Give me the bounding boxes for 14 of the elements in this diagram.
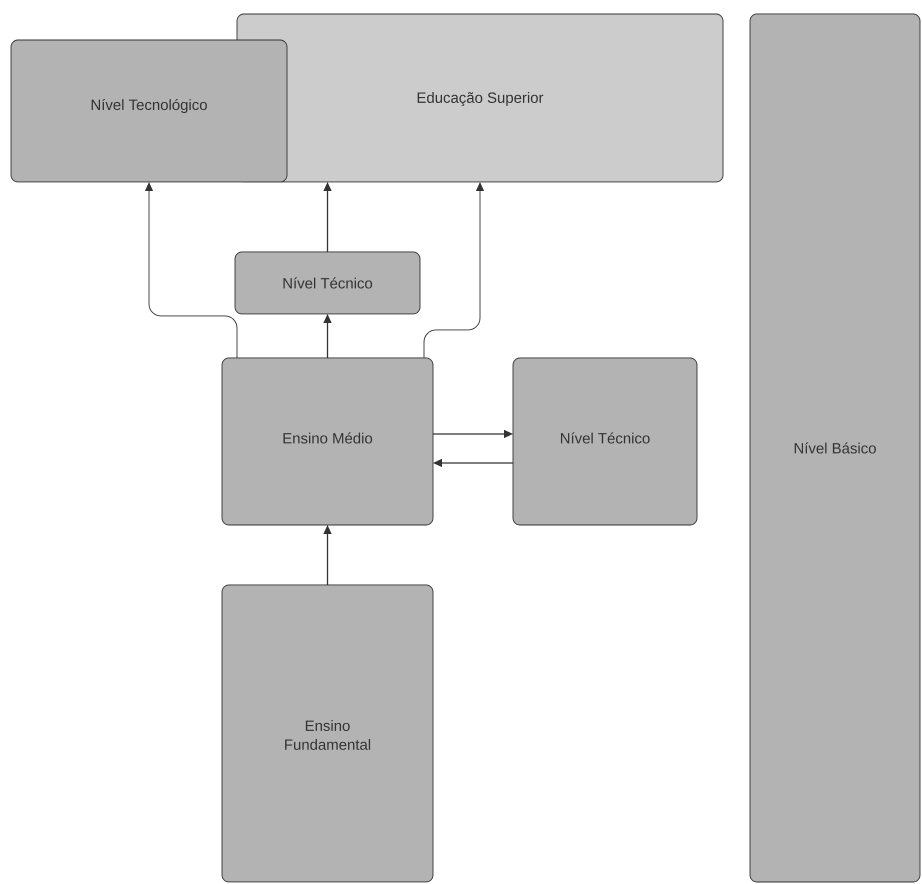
level-box	[236, 14, 724, 182]
level-box	[750, 14, 920, 882]
node-label: Ensino Médio	[283, 432, 372, 444]
level-box	[234, 252, 420, 314]
node-label: Nível Básico	[794, 442, 876, 454]
level-box	[512, 358, 698, 526]
node-label: Ensino Fundamental	[285, 720, 370, 750]
node-label: Nível Técnico	[283, 277, 372, 289]
level-box	[222, 584, 434, 882]
level-box	[10, 40, 288, 182]
node-label: Nível Tecnológico	[92, 98, 207, 114]
node-label: Educação Superior	[418, 92, 544, 106]
level-box	[222, 358, 434, 526]
node-label: Nível Técnico	[560, 432, 650, 444]
